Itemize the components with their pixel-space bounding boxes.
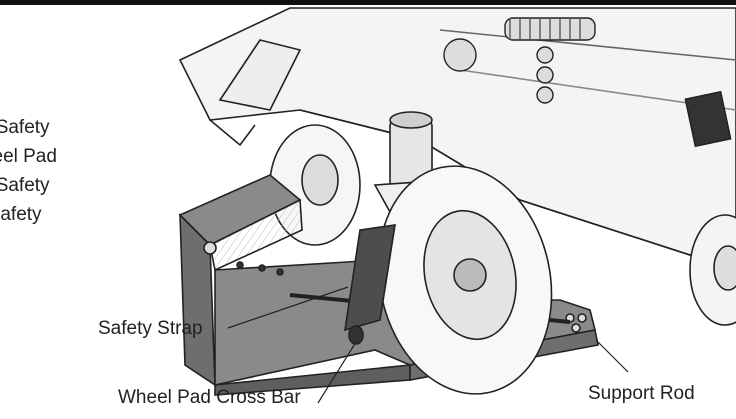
instruction-text: the Safety Wheel Pad the Safety the Safe…	[0, 113, 150, 229]
right-wheel	[689, 214, 736, 326]
instruction-line: the Safety	[0, 117, 50, 138]
callout-safety-strap: Safety Strap	[98, 318, 203, 339]
mower-deck	[178, 7, 736, 256]
top-rule	[0, 0, 736, 5]
front-caster-wheel	[344, 111, 553, 395]
callout-leaders	[227, 286, 629, 404]
instruction-line: the Safety	[0, 204, 42, 225]
instruction-line: the Safety	[0, 175, 50, 196]
callout-wheel-pad-cross-bar: Wheel Pad Cross Bar	[118, 387, 301, 408]
instruction-line: Wheel Pad	[0, 146, 57, 167]
left-caster-wheel	[209, 39, 361, 246]
callout-support-rod: Support Rod	[588, 383, 695, 404]
spring-assembly	[443, 17, 596, 104]
